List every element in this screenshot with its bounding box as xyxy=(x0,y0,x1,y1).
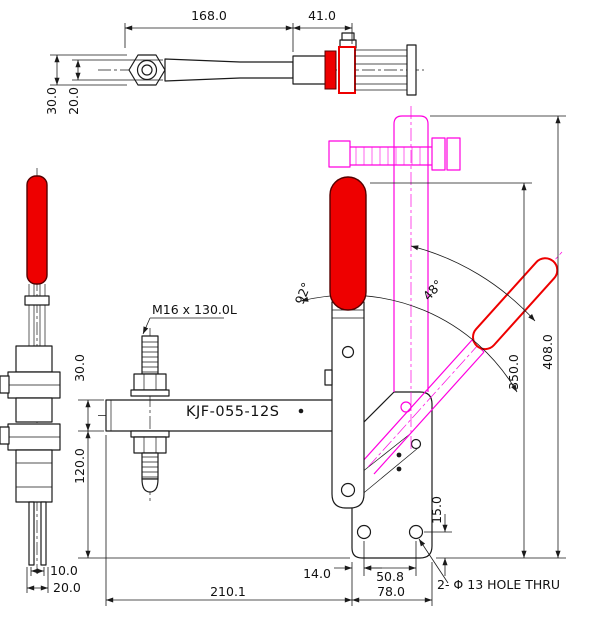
dim-side-bar-gap: 10.0 xyxy=(50,563,78,578)
dim-hole-offset: 14.0 xyxy=(303,566,331,581)
phantom-bolt-head xyxy=(328,140,351,168)
clamp-arm-top xyxy=(164,58,294,82)
dim-reach: 210.1 xyxy=(210,584,246,599)
handle-grip-side-view xyxy=(26,175,48,285)
dim-closed-height: 350.0 xyxy=(506,354,521,390)
dim-bar-height: 30.0 xyxy=(72,354,87,382)
dim-hole-pitch: 50.8 xyxy=(376,569,404,584)
front-view-dimensions: 30.0 120.0 350.0 408.0 15.0 14.0 50.8 21… xyxy=(72,115,566,606)
dim-open-height: 408.0 xyxy=(540,334,555,370)
hex-nut-lower xyxy=(133,436,167,454)
dim-hole-height: 15.0 xyxy=(429,496,444,524)
side-view xyxy=(0,168,61,574)
phantom-arm xyxy=(393,115,429,392)
center-dot xyxy=(298,408,304,414)
spindle-label: M16 x 130.0L xyxy=(152,302,237,317)
handle-grip xyxy=(329,176,367,311)
spindle-tip xyxy=(141,478,159,493)
hole-thru-note: 2- Φ 13 HOLE THRU xyxy=(437,577,560,592)
dim-head-length: 41.0 xyxy=(308,8,336,23)
top-view-dimensions: 168.0 41.0 30.0 20.0 xyxy=(44,8,353,115)
model-label: KJF-055-12S xyxy=(186,404,279,420)
side-view-dimensions: 10.0 20.0 xyxy=(26,563,81,595)
handle-grip-top-view xyxy=(324,50,337,90)
dim-base-width: 78.0 xyxy=(377,584,405,599)
dim-top-bar-width: 20.0 xyxy=(66,87,81,115)
mounting-hole-right xyxy=(408,524,424,540)
u-bar-fork xyxy=(354,49,410,91)
top-view xyxy=(98,32,424,96)
side-bolt-lower xyxy=(0,426,10,445)
pivot-hole xyxy=(340,482,356,498)
dim-top-outer-width: 30.0 xyxy=(44,87,59,115)
clevis-top xyxy=(292,55,327,85)
dim-arm-length: 168.0 xyxy=(191,8,227,23)
hex-nut-upper xyxy=(133,373,167,391)
angle-handle-travel: 92° xyxy=(292,280,314,306)
vertical-arm xyxy=(331,301,365,509)
body-side-view xyxy=(15,449,53,503)
side-bolt-upper xyxy=(0,375,10,394)
dim-side-bar-outer: 20.0 xyxy=(53,580,81,595)
base-plate xyxy=(351,391,433,559)
dim-bar-to-base: 120.0 xyxy=(72,448,87,484)
hex-end xyxy=(128,54,166,86)
horizontal-bar xyxy=(105,399,334,432)
mounting-hole-left xyxy=(356,524,372,540)
front-view xyxy=(98,106,563,559)
angle-open: 48° xyxy=(420,277,446,304)
